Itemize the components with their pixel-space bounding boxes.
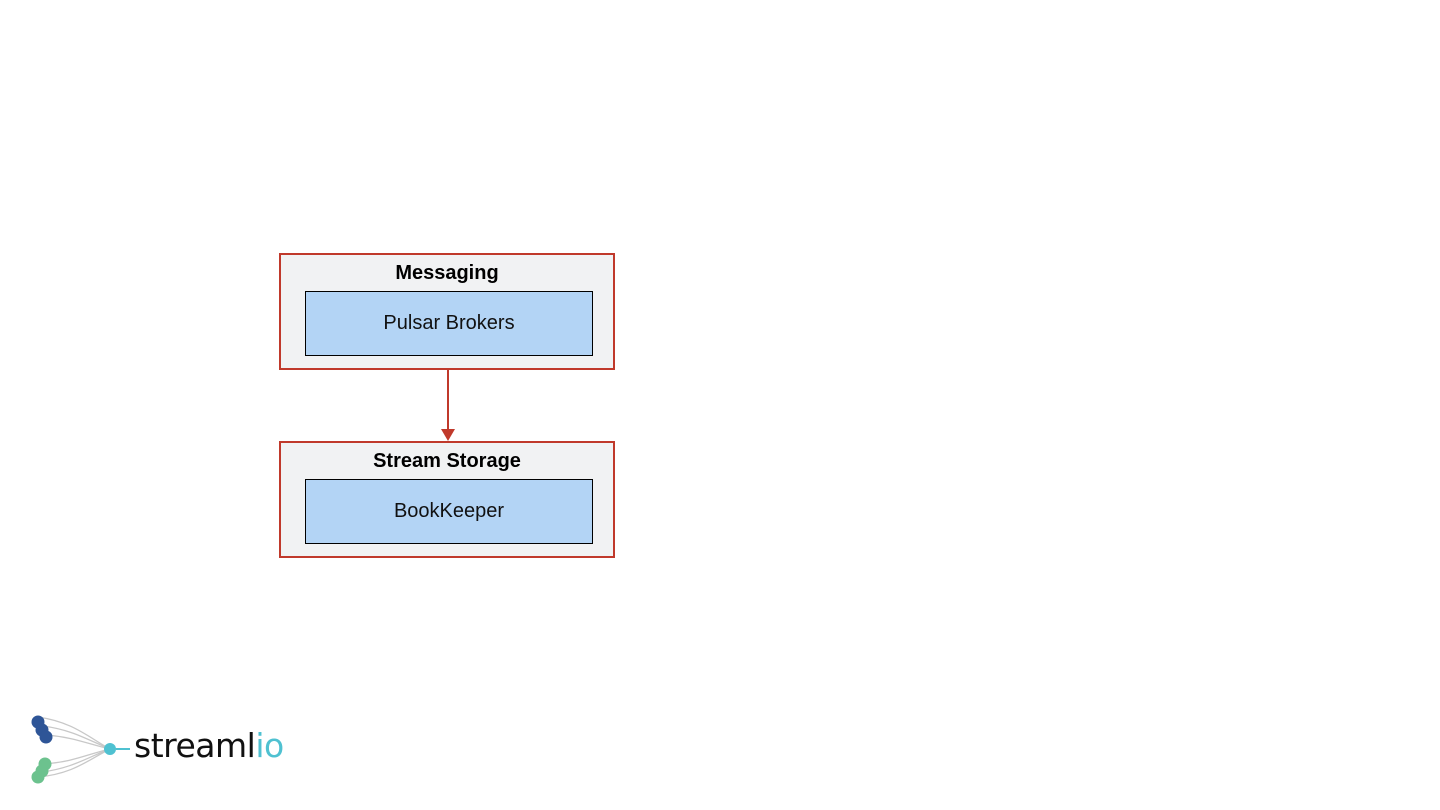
bookkeeper-label: BookKeeper (393, 500, 505, 522)
messaging-layer-title: Messaging (395, 262, 499, 284)
streamlio-logo-wordmark: streamlio (134, 726, 284, 766)
messaging-layer-box: Messaging Pulsar Brokers (279, 253, 615, 370)
logo-text-accent: io (255, 726, 284, 765)
logo-text-main: streaml (134, 726, 256, 765)
stream-storage-layer-box: Stream Storage BookKeeper (279, 441, 615, 558)
stream-storage-layer-title: Stream Storage (373, 450, 521, 472)
streamlio-logo-icon (31, 715, 130, 784)
messaging-to-storage-arrow (441, 370, 455, 441)
bookkeeper-box: BookKeeper (305, 479, 593, 544)
pulsar-brokers-box: Pulsar Brokers (305, 291, 593, 356)
pulsar-brokers-label: Pulsar Brokers (383, 312, 515, 334)
